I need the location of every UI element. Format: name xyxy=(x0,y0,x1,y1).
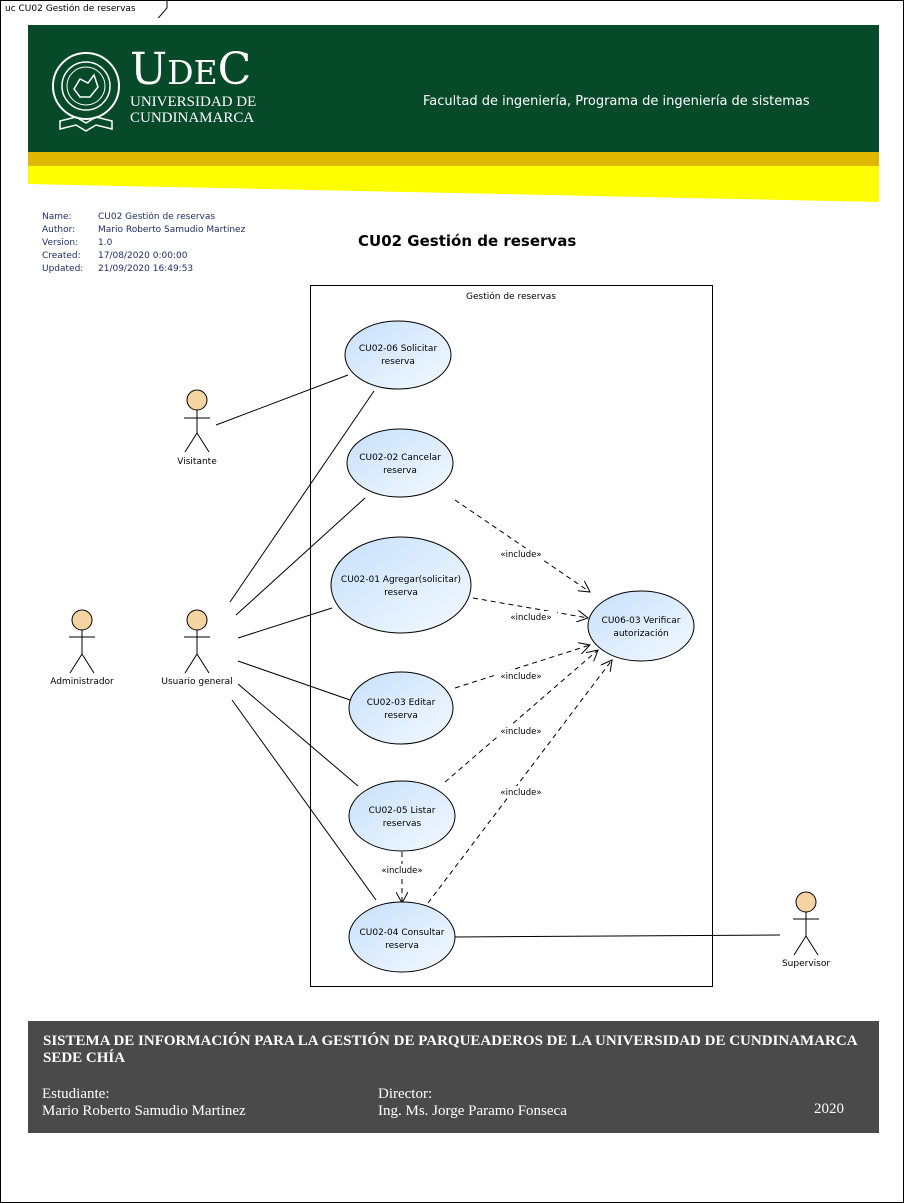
include-labels: «include» «include» «include» «include» … xyxy=(376,548,557,876)
meta-label-created: Created: xyxy=(42,251,81,261)
actor-administrador-label: Administrador xyxy=(50,677,114,687)
assoc-usuario-editar xyxy=(237,660,351,701)
student-label: Estudiante: xyxy=(42,1086,110,1102)
include-listar-verificar xyxy=(444,650,598,783)
include-cancelar-verificar xyxy=(454,499,590,592)
actor-visitante-icon[interactable] xyxy=(184,389,210,453)
svg-text:reserva: reserva xyxy=(381,357,415,367)
actor-supervisor-label: Supervisor xyxy=(782,959,830,969)
frame-tab-label: uc CU02 Gestión de reservas xyxy=(5,4,136,14)
actor-usuario-general-label: Usuario general xyxy=(161,677,232,687)
frame-tab xyxy=(0,0,168,18)
actor-supervisor-icon[interactable] xyxy=(793,891,819,956)
include-dependencies xyxy=(402,499,612,904)
meta-label-author: Author: xyxy=(42,225,76,235)
svg-text:reserva: reserva xyxy=(383,466,417,476)
director-label: Director: xyxy=(378,1086,433,1102)
header-stripes xyxy=(28,152,879,202)
director-name: Ing. Ms. Jorge Paramo Fonseca xyxy=(378,1103,567,1119)
svg-text:CU02-01 Agregar(solicitar): CU02-01 Agregar(solicitar) xyxy=(341,575,461,585)
svg-text:CU06-03 Verificar: CU06-03 Verificar xyxy=(602,616,681,626)
include-label: «include» xyxy=(510,613,551,623)
logo-line-cundinamarca: CUNDINAMARCA xyxy=(130,110,255,126)
system-boundary xyxy=(310,285,713,987)
meta-value-author: Mario Roberto Samudio Martinez xyxy=(98,225,246,235)
svg-text:CU02-04 Consultar: CU02-04 Consultar xyxy=(359,928,444,938)
include-label: «include» xyxy=(500,788,541,798)
include-label: «include» xyxy=(500,550,541,560)
use-case-consultar-reserva[interactable]: CU02-04 Consultar reserva xyxy=(348,901,456,973)
meta-label-version: Version: xyxy=(42,238,79,248)
assoc-usuario-agregar xyxy=(237,607,333,639)
include-label: «include» xyxy=(381,866,422,876)
svg-text:reserva: reserva xyxy=(384,588,418,598)
assoc-usuario-listar xyxy=(237,683,359,787)
associations xyxy=(215,374,781,938)
meta-value-created: 17/08/2020 0:00:00 xyxy=(98,251,188,261)
include-label: «include» xyxy=(500,672,541,682)
use-case-listar-reservas[interactable]: CU02-05 Listar reservas xyxy=(348,780,456,852)
footer-band xyxy=(28,1021,879,1133)
footer-year: 2020 xyxy=(814,1101,844,1117)
include-label: «include» xyxy=(500,727,541,737)
use-case-agregar-reserva[interactable]: CU02-01 Agregar(solicitar) reserva xyxy=(330,536,472,634)
include-agregar-verificar xyxy=(472,597,588,618)
meta-value-updated: 21/09/2020 16:49:53 xyxy=(98,264,194,274)
use-case-solicitar-reserva[interactable]: CU02-06 Solicitar reserva xyxy=(344,320,452,390)
svg-text:CU02-03 Editar: CU02-03 Editar xyxy=(367,698,436,708)
svg-text:reserva: reserva xyxy=(385,941,419,951)
logo-line-universidad: UNIVERSIDAD DE xyxy=(130,94,257,110)
assoc-visitante-solicitar xyxy=(215,374,349,426)
svg-text:CU02-05 Listar: CU02-05 Listar xyxy=(369,806,436,816)
svg-text:autorización: autorización xyxy=(613,628,668,639)
assoc-usuario-consultar xyxy=(231,699,377,901)
logo-wordmark: UDEC xyxy=(130,44,252,95)
meta-label-updated: Updated: xyxy=(42,264,84,274)
use-case-editar-reserva[interactable]: CU02-03 Editar reserva xyxy=(348,671,454,745)
meta-label-name: Name: xyxy=(42,212,72,222)
faculty-text: Facultad de ingeniería, Programa de inge… xyxy=(423,94,810,109)
student-name: Mario Roberto Samudio Martinez xyxy=(42,1103,246,1119)
actor-administrador-icon[interactable] xyxy=(69,609,95,674)
include-consultar-verificar xyxy=(427,660,612,904)
footer-title: SISTEMA DE INFORMACIÓN PARA LA GESTIÓN D… xyxy=(43,1033,857,1066)
use-case-diagram: Gestión de reservas «include» «include» … xyxy=(50,285,830,987)
svg-text:reserva: reserva xyxy=(384,711,418,721)
actor-visitante-label: Visitante xyxy=(177,457,217,467)
svg-text:CU02-06 Solicitar: CU02-06 Solicitar xyxy=(359,344,438,354)
actor-usuario-general-icon[interactable] xyxy=(184,609,210,674)
university-seal-icon xyxy=(52,52,120,132)
use-case-verificar-autorizacion[interactable]: CU06-03 Verificar autorización xyxy=(587,590,695,662)
meta-value-version: 1.0 xyxy=(98,238,113,248)
diagram-title: CU02 Gestión de reservas xyxy=(358,232,577,250)
include-editar-verificar xyxy=(454,645,590,689)
svg-text:reservas: reservas xyxy=(383,819,422,829)
boundary-label: Gestión de reservas xyxy=(466,291,556,302)
svg-text:CU02-02 Cancelar: CU02-02 Cancelar xyxy=(359,453,441,463)
header-band xyxy=(28,25,879,152)
assoc-usuario-cancelar xyxy=(235,497,366,616)
meta-value-name: CU02 Gestión de reservas xyxy=(98,212,216,222)
assoc-usuario-solicitar xyxy=(229,390,375,603)
use-case-cancelar-reserva[interactable]: CU02-02 Cancelar reserva xyxy=(346,428,454,498)
assoc-supervisor-consultar xyxy=(454,934,781,938)
